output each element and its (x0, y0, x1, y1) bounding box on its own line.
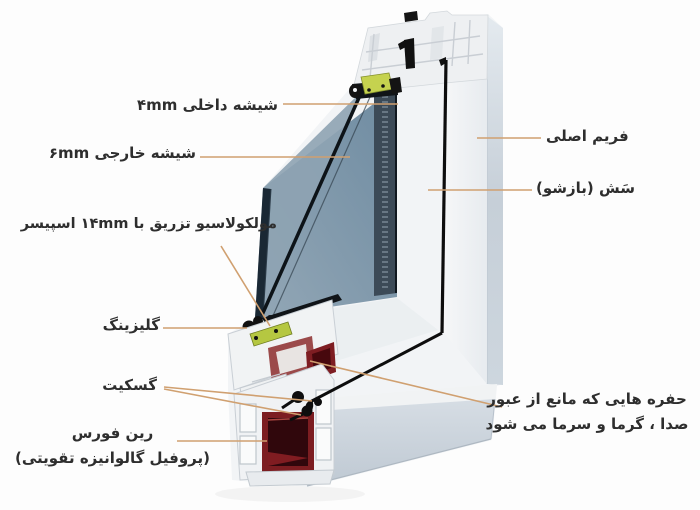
top-seal-cap (404, 11, 418, 22)
frame-front-face (444, 77, 487, 384)
label-glazing: گلیزینگ (102, 316, 160, 334)
leader-cavities (309, 360, 503, 408)
reinforcement-profile (262, 412, 314, 472)
glass-left-edge (255, 188, 271, 319)
frame-bottom-cut-face (233, 363, 335, 487)
label-gasket: گسکیت (102, 376, 157, 394)
label-reinforcement-line1: رین فورس (71, 424, 154, 442)
sash-frame-gap-lines (305, 57, 448, 412)
label-sash: سَش (بازشو) (536, 179, 635, 197)
label-main-frame: فریم اصلی (546, 127, 629, 145)
label-outer-glass: شیشه خارجی ۶mm (48, 144, 196, 162)
bottom-rail-slab (306, 384, 497, 487)
leader-gasket-2 (163, 388, 302, 416)
label-reinforcement: رین فورس (پروفیل گالوانیزه تقویتی) (0, 421, 225, 471)
leader-spacer (220, 245, 271, 327)
seal-glyph (398, 38, 415, 69)
top-cut-face (351, 10, 489, 94)
label-cavities-line1: حفره هایی که مانع از عبور (487, 390, 687, 408)
glass-pane-face (255, 86, 397, 318)
label-cavities: حفره هایی که مانع از عبور صدا ، گرما و س… (476, 387, 698, 437)
glazing-bead-cut (249, 321, 293, 347)
frame-outer-band (487, 16, 503, 385)
label-reinforcement-line2: (پروفیل گالوانیزه تقویتی) (14, 449, 210, 467)
label-spacer: مولکولاسیو تزریق با ۱۴mm اسپیسر (20, 216, 277, 232)
ground-shadow (215, 486, 365, 502)
spacer-strip (374, 88, 397, 296)
label-inner-glass: شیشه داخلی ۴mm (136, 96, 278, 114)
glazing-bead-top (349, 72, 402, 98)
label-cavities-line2: صدا ، گرما و سرما می شود (485, 415, 689, 433)
leader-lines (163, 103, 541, 442)
leader-gasket-1 (163, 386, 313, 402)
pane-edge-diagonal (260, 90, 364, 316)
